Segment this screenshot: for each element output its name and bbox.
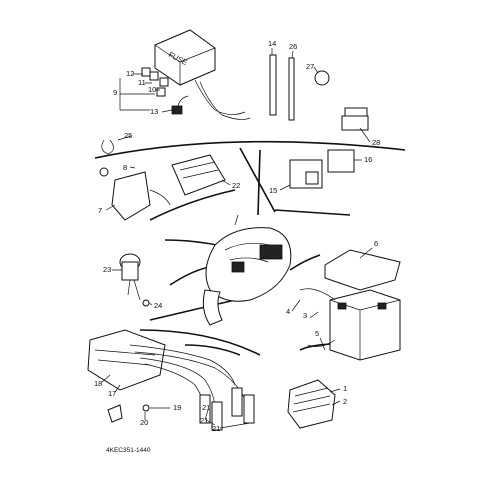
callout-20: 20	[140, 418, 148, 427]
callout-8: 8	[123, 163, 127, 172]
callout-12: 12	[126, 69, 134, 78]
callout-28: 28	[372, 138, 380, 147]
callout-10: 10	[148, 85, 156, 94]
ignition-coils	[87, 329, 255, 431]
callout-26: 26	[289, 42, 297, 51]
callout-18: 18	[94, 379, 102, 388]
central-harness	[202, 214, 292, 326]
callout-23: 23	[103, 265, 111, 274]
upper-right-parts	[269, 54, 369, 189]
callout-21-a: 21	[202, 403, 210, 412]
callout-16: 16	[364, 155, 372, 164]
callout-22: 22	[232, 181, 240, 190]
callout-labels: 1 2 3 4 5 6 7 8 9 10 11 12 13 14 15 16 1…	[94, 39, 380, 433]
callout-9: 9	[113, 88, 117, 97]
callout-4: 4	[286, 307, 290, 316]
section-dividers	[94, 140, 406, 356]
callout-2: 2	[343, 397, 347, 406]
callout-7: 7	[98, 206, 102, 215]
callout-13: 13	[150, 107, 158, 116]
drawing-code: 4KEC351-1440	[106, 447, 151, 454]
callout-25: 25	[124, 131, 132, 140]
callout-3: 3	[303, 311, 307, 320]
callout-24: 24	[154, 301, 162, 310]
leader-lines	[101, 48, 373, 429]
callout-27: 27	[306, 62, 314, 71]
callout-1: 1	[343, 384, 347, 393]
callout-5: 5	[315, 329, 319, 338]
callout-17: 17	[108, 389, 116, 398]
callout-21-b: 21	[200, 416, 208, 425]
callout-6: 6	[374, 239, 378, 248]
main-switch	[119, 253, 150, 307]
battery	[299, 249, 401, 361]
callout-11: 11	[138, 78, 146, 87]
left-middle-parts	[99, 139, 226, 221]
rectifier-regulator	[287, 379, 336, 429]
callout-15: 15	[269, 186, 277, 195]
callout-19: 19	[173, 403, 181, 412]
callout-14: 14	[268, 39, 276, 48]
fuse-box-assembly: FUSE	[141, 29, 251, 120]
callout-21-c: 21	[212, 424, 220, 433]
